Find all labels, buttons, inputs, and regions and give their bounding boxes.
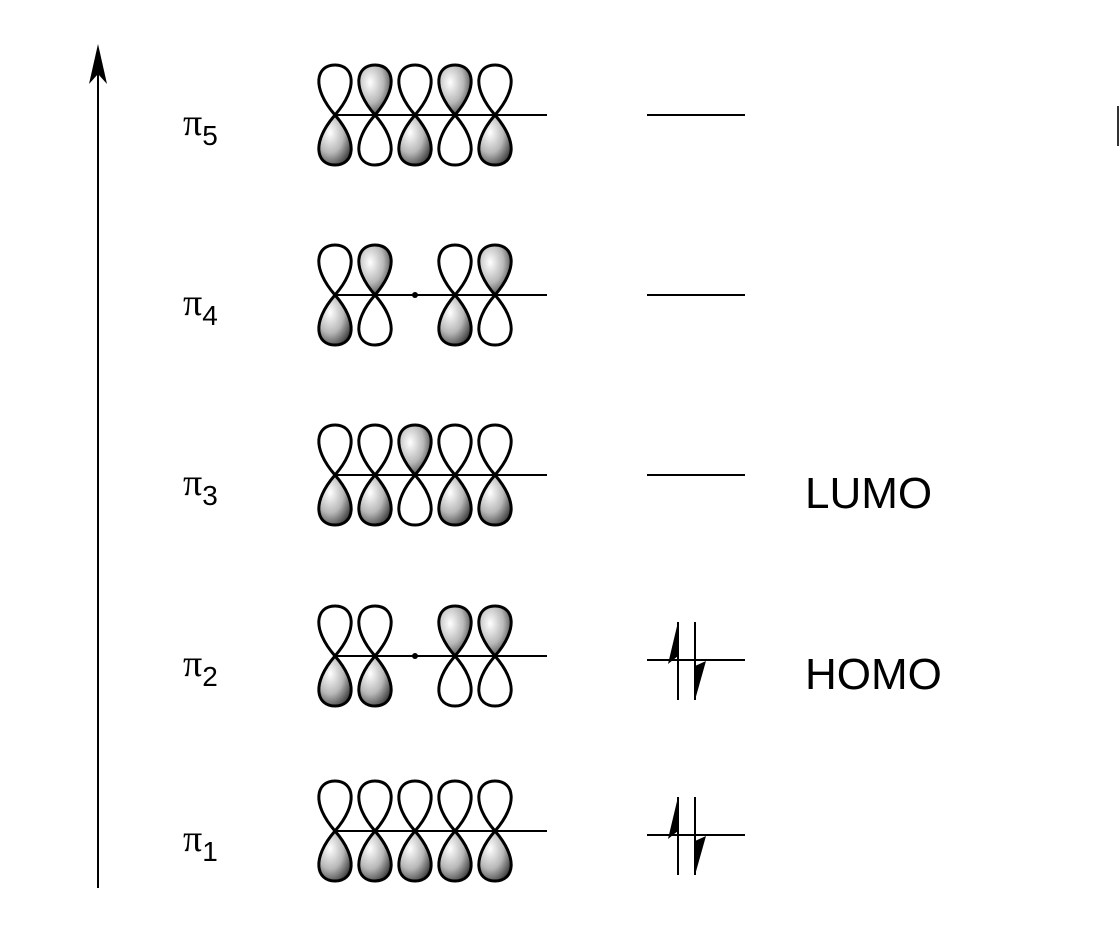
shaded-lobe xyxy=(477,828,513,883)
open-lobe xyxy=(397,472,433,527)
node-dot xyxy=(412,292,418,298)
axis-arrowhead-icon xyxy=(89,44,107,84)
shaded-lobe xyxy=(437,63,473,118)
open-lobe xyxy=(357,112,393,167)
shaded-lobe xyxy=(357,653,393,708)
orbital-label-pi3: π3 xyxy=(183,461,218,512)
shaded-lobe xyxy=(437,604,473,659)
shaded-lobe xyxy=(317,292,353,347)
shaded-lobe xyxy=(397,112,433,167)
pi-symbol: π xyxy=(183,462,203,504)
open-lobe xyxy=(437,653,473,708)
shaded-lobe xyxy=(357,63,393,118)
open-lobe xyxy=(317,243,353,298)
open-lobe xyxy=(317,423,353,478)
pi-symbol: π xyxy=(183,102,203,144)
shaded-lobe xyxy=(317,112,353,167)
orbital-index: 2 xyxy=(202,661,218,692)
orbital-index: 1 xyxy=(202,836,218,867)
open-lobe xyxy=(437,423,473,478)
spin-down-arrowhead-icon xyxy=(695,661,706,700)
orbital-index: 3 xyxy=(202,480,218,511)
orbital-row-pi3 xyxy=(317,423,745,527)
shaded-lobe xyxy=(317,828,353,883)
shaded-lobe xyxy=(357,828,393,883)
shaded-lobe xyxy=(397,423,433,478)
orbital-label-pi2: π2 xyxy=(183,642,218,693)
shaded-lobe xyxy=(317,472,353,527)
spin-up-arrowhead-icon xyxy=(668,797,678,839)
open-lobe xyxy=(397,779,433,834)
open-lobe xyxy=(357,292,393,347)
shaded-lobe xyxy=(477,243,513,298)
homo-label: HOMO xyxy=(805,650,942,699)
open-lobe xyxy=(437,112,473,167)
shaded-lobe xyxy=(397,828,433,883)
shaded-lobe xyxy=(437,292,473,347)
open-lobe xyxy=(357,423,393,478)
shaded-lobe xyxy=(437,472,473,527)
shaded-lobe xyxy=(477,112,513,167)
orbital-index: 5 xyxy=(202,120,218,151)
open-lobe xyxy=(477,292,513,347)
orbital-index: 4 xyxy=(202,300,218,331)
open-lobe xyxy=(437,243,473,298)
shaded-lobe xyxy=(357,243,393,298)
orbital-label-pi5: π5 xyxy=(183,101,218,152)
pi-symbol: π xyxy=(183,818,203,860)
shaded-lobe xyxy=(317,653,353,708)
pi-symbol: π xyxy=(183,643,203,685)
orbital-row-pi5 xyxy=(317,63,745,167)
open-lobe xyxy=(397,63,433,118)
spin-up-arrowhead-icon xyxy=(668,622,678,664)
orbital-row-pi2 xyxy=(317,604,745,708)
shaded-lobe xyxy=(437,828,473,883)
open-lobe xyxy=(437,779,473,834)
lumo-label: LUMO xyxy=(805,469,933,518)
orbital-row-pi1 xyxy=(317,779,745,883)
orbital-label-pi4: π4 xyxy=(183,281,218,332)
shaded-lobe xyxy=(477,472,513,527)
orbital-label-pi1: π1 xyxy=(183,817,218,868)
node-dot xyxy=(412,653,418,659)
open-lobe xyxy=(317,604,353,659)
open-lobe xyxy=(477,423,513,478)
open-lobe xyxy=(477,653,513,708)
shaded-lobe xyxy=(357,472,393,527)
open-lobe xyxy=(477,63,513,118)
pi-symbol: π xyxy=(183,282,203,324)
spin-down-arrowhead-icon xyxy=(695,836,706,875)
open-lobe xyxy=(357,604,393,659)
open-lobe xyxy=(477,779,513,834)
open-lobe xyxy=(317,63,353,118)
shaded-lobe xyxy=(477,604,513,659)
orbital-row-pi4 xyxy=(317,243,745,347)
open-lobe xyxy=(317,779,353,834)
energy-axis xyxy=(89,44,107,888)
open-lobe xyxy=(357,779,393,834)
